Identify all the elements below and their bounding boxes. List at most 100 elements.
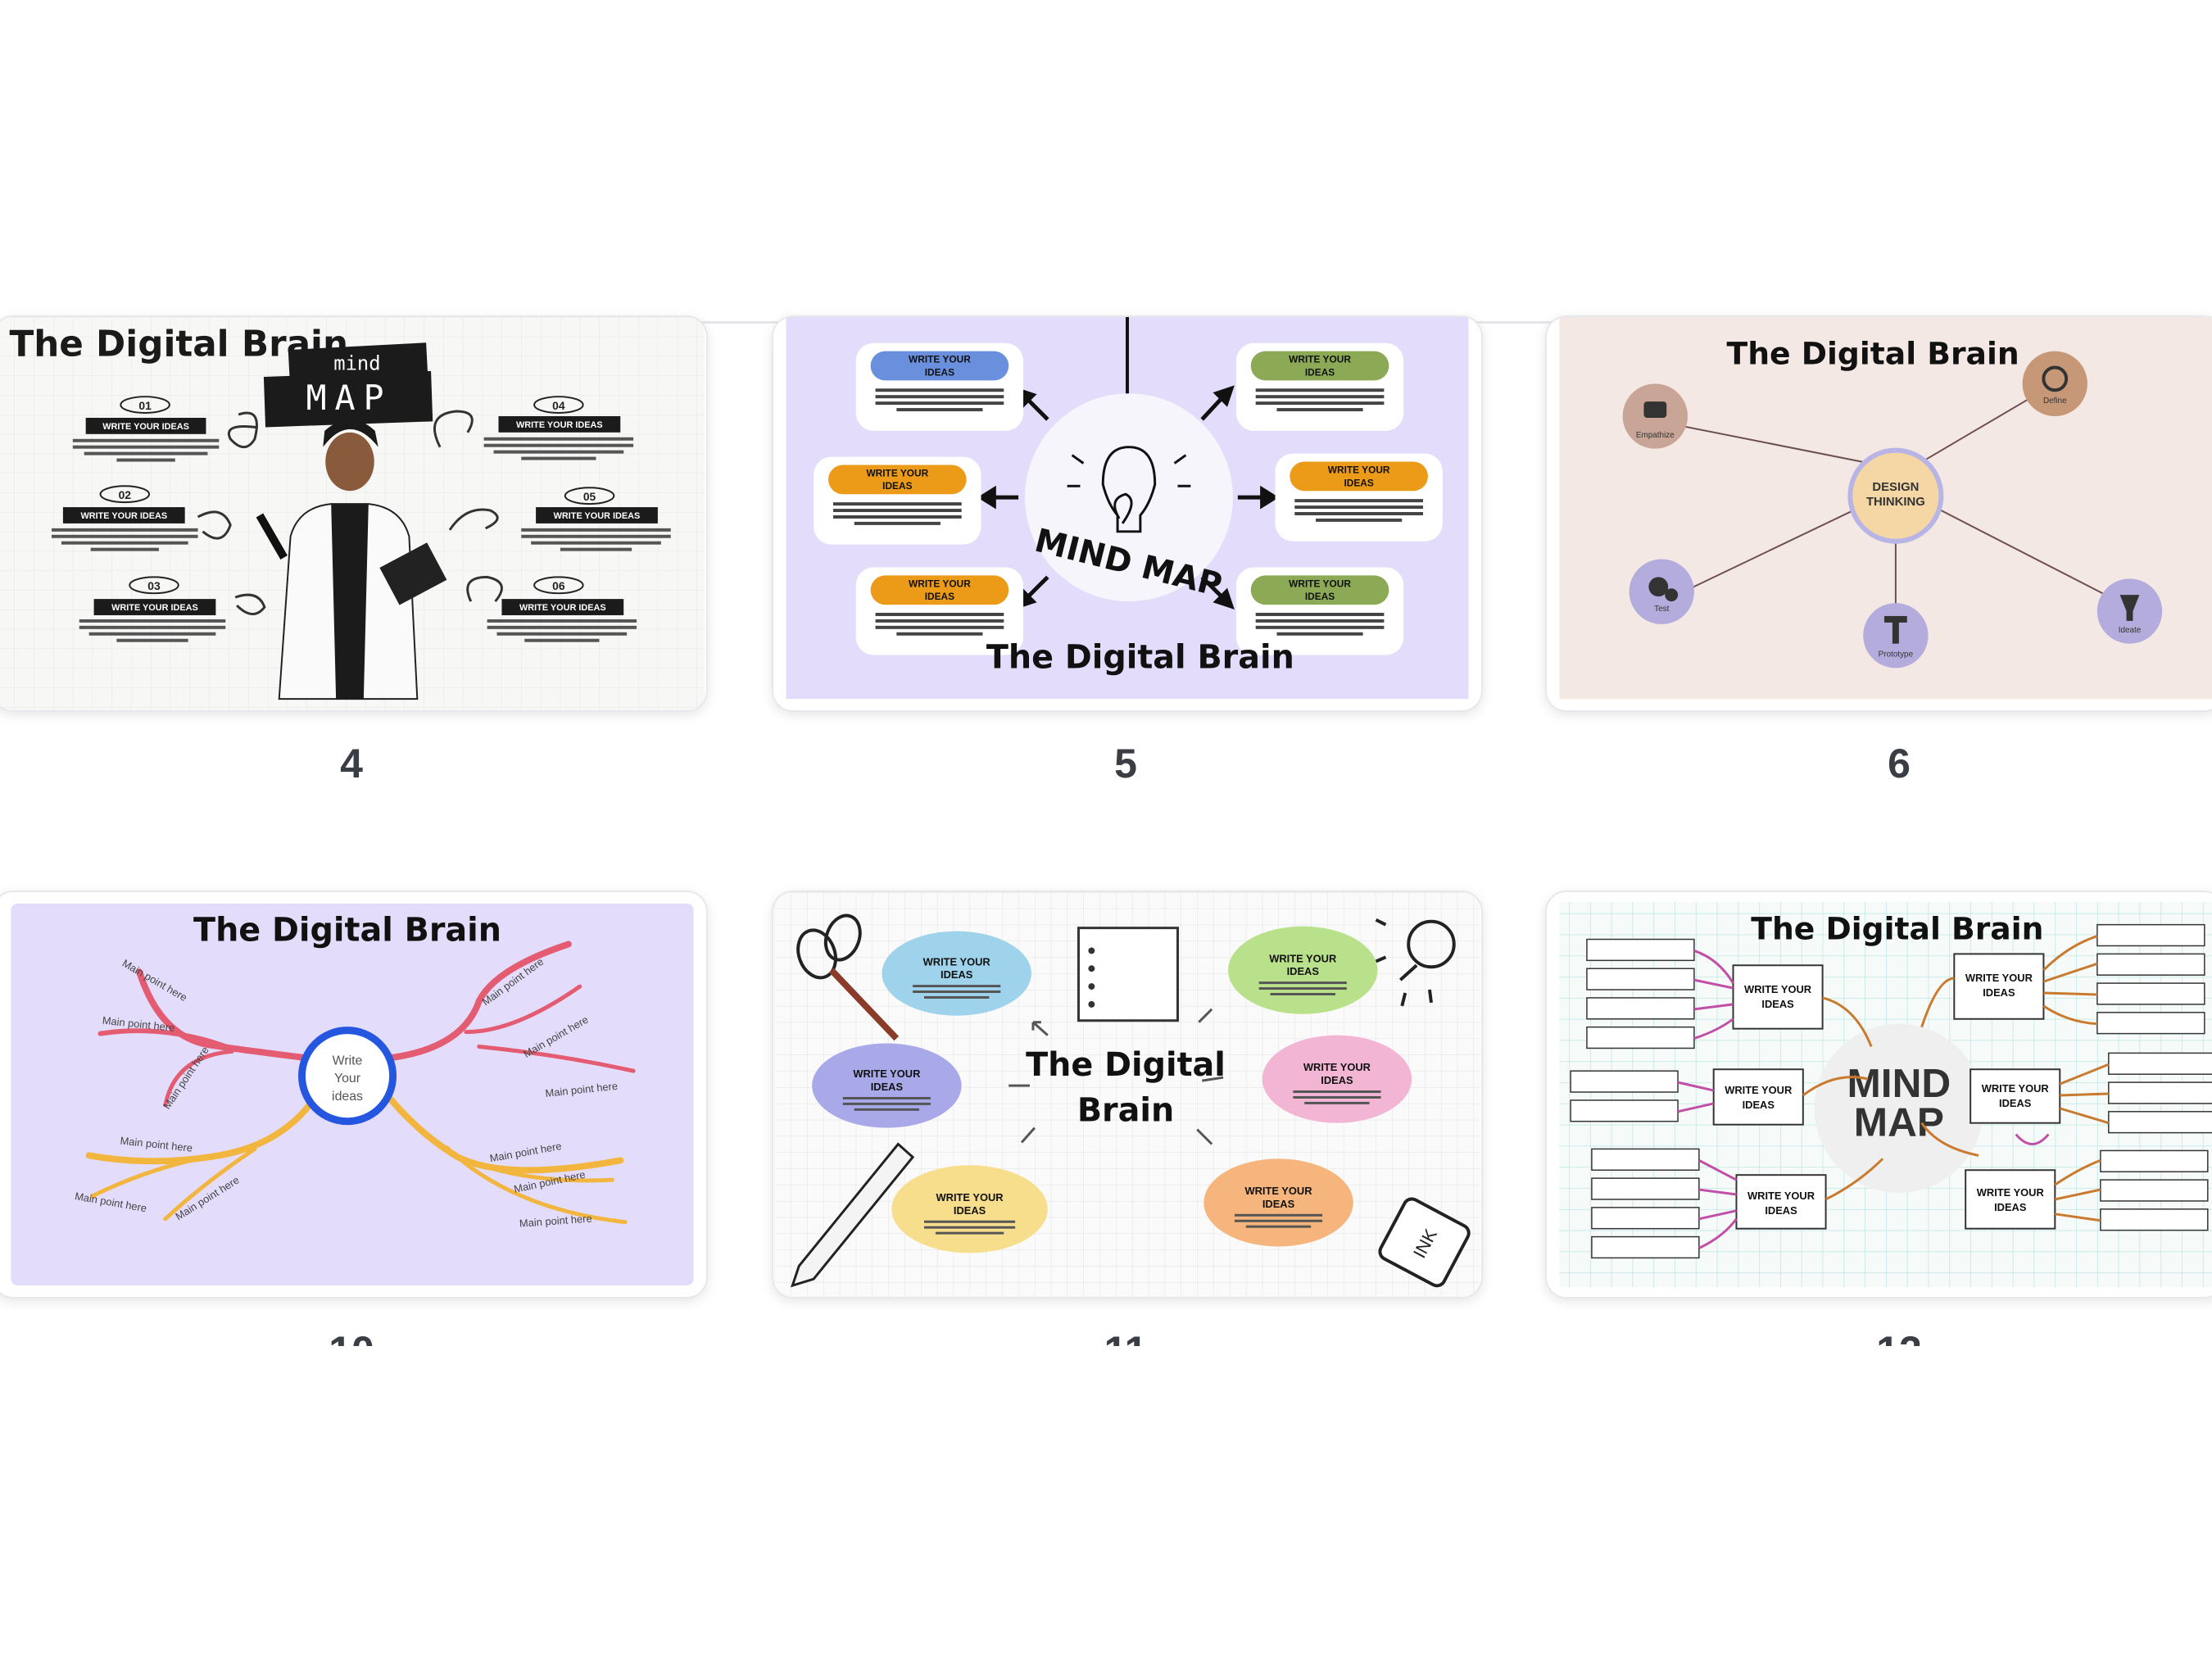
item-06: 06 WRITE YOUR IDEAS (487, 576, 637, 642)
svg-text:WRITE YOUR: WRITE YOUR (909, 354, 971, 365)
svg-text:IDEAS: IDEAS (925, 366, 954, 378)
svg-text:WRITE YOUR: WRITE YOUR (1289, 354, 1351, 365)
notepad-icon (1077, 927, 1179, 1022)
mind-label: MIND (1847, 1060, 1951, 1106)
node-empathize: Empathize (1622, 383, 1688, 449)
lightbulb-icon (1373, 918, 1456, 1007)
badge-map: MAP (306, 378, 392, 418)
pink-connectors (1677, 950, 2050, 1249)
svg-text:THINKING: THINKING (1866, 496, 1925, 509)
node-ideate: Ideate (2096, 578, 2163, 644)
thumbnail-11-title-line2: Brain (1077, 1092, 1174, 1130)
svg-text:WRITE YOUR: WRITE YOUR (1269, 952, 1337, 964)
node-prototype: Prototype (1863, 603, 1929, 669)
idea-box-2: WRITE YOUR IDEAS (814, 456, 981, 545)
svg-text:05: 05 (583, 490, 596, 503)
svg-text:WRITE YOUR: WRITE YOUR (1977, 1186, 2045, 1199)
svg-text:IDEAS: IDEAS (871, 1081, 904, 1093)
svg-text:WRITE YOUR: WRITE YOUR (909, 578, 971, 589)
viewport-clip (0, 1346, 2212, 1659)
thumbnail-10-art: The Digital Brain Write Your ideas Mai (0, 892, 705, 1297)
page-thumbnail-5[interactable]: MIND MAP WRITE YOUR IDEAS WR (772, 315, 1483, 712)
svg-text:WRITE YOUR IDEAS: WRITE YOUR IDEAS (554, 511, 641, 521)
svg-text:Your: Your (334, 1072, 361, 1086)
write-box-labels: WRITE YOUR IDEAS WRITE YOUR IDEAS WRITE YO… (1725, 972, 2049, 1217)
pencil-icon (790, 1142, 915, 1288)
svg-text:Ideate: Ideate (2119, 626, 2142, 635)
thumbnail-5-title: The Digital Brain (986, 638, 1294, 676)
svg-text:WRITE YOUR: WRITE YOUR (866, 467, 928, 478)
node-test: Test (1629, 559, 1694, 624)
svg-text:WRITE YOUR IDEAS: WRITE YOUR IDEAS (102, 422, 189, 432)
swirl-arrows (197, 410, 503, 615)
idea-cloud-green: WRITE YOUR IDEAS (1228, 926, 1378, 1014)
svg-text:WRITE YOUR: WRITE YOUR (853, 1067, 921, 1080)
svg-text:IDEAS: IDEAS (954, 1204, 986, 1217)
svg-text:ideas: ideas (332, 1090, 363, 1104)
svg-text:IDEAS: IDEAS (1305, 591, 1335, 602)
svg-text:IDEAS: IDEAS (925, 591, 954, 602)
item-04: 04 WRITE YOUR IDEAS (483, 396, 634, 460)
svg-text:IDEAS: IDEAS (1287, 965, 1320, 977)
page-thumbnail-10[interactable]: The Digital Brain Write Your ideas Mai (0, 891, 708, 1299)
svg-text:01: 01 (138, 399, 152, 412)
thumbnail-10-title: The Digital Brain (193, 912, 501, 950)
idea-box-1: WRITE YOUR IDEAS (855, 342, 1024, 431)
svg-text:WRITE YOUR: WRITE YOUR (1328, 464, 1390, 475)
page-thumbnail-6[interactable]: The Digital Brain DESIGN THINKING Empath… (1545, 315, 2212, 712)
page-number-6: 6 (1888, 741, 1911, 786)
node-define: Define (2022, 351, 2087, 416)
svg-text:04: 04 (552, 399, 565, 412)
svg-text:WRITE YOUR: WRITE YOUR (1965, 972, 2033, 984)
branches (85, 941, 636, 1225)
svg-text:IDEAS: IDEAS (1994, 1201, 2027, 1213)
svg-text:WRITE YOUR: WRITE YOUR (1744, 983, 1812, 995)
connector-lines (1657, 394, 2123, 607)
thumbnail-11-title-line1: The Digital (1026, 1046, 1226, 1084)
svg-text:IDEAS: IDEAS (882, 480, 912, 492)
svg-text:DESIGN: DESIGN (1872, 481, 1919, 494)
svg-text:IDEAS: IDEAS (1305, 366, 1335, 378)
person-illustration (256, 419, 447, 700)
idea-cloud-pink: WRITE YOUR IDEAS (1262, 1035, 1412, 1123)
badge-mind: mind (333, 351, 380, 374)
idea-box-5: WRITE YOUR IDEAS (1275, 453, 1443, 542)
item-01: 01 WRITE YOUR IDEAS (72, 396, 220, 462)
svg-text:IDEAS: IDEAS (1344, 477, 1373, 488)
write-boxes (1712, 953, 2061, 1230)
svg-text:IDEAS: IDEAS (1262, 1198, 1295, 1210)
svg-text:WRITE YOUR: WRITE YOUR (1725, 1084, 1793, 1096)
svg-text:IDEAS: IDEAS (1999, 1097, 2032, 1109)
svg-text:Main point here: Main point here (519, 1213, 592, 1230)
svg-text:03: 03 (147, 579, 161, 592)
idea-cloud-purple: WRITE YOUR IDEAS (812, 1043, 962, 1128)
ink-jar-icon: INK (1378, 1197, 1471, 1288)
svg-text:WRITE YOUR IDEAS: WRITE YOUR IDEAS (516, 420, 603, 430)
item-03: 03 WRITE YOUR IDEAS (79, 576, 226, 642)
svg-text:WRITE YOUR: WRITE YOUR (923, 955, 991, 968)
svg-text:WRITE YOUR: WRITE YOUR (1289, 578, 1351, 589)
svg-text:IDEAS: IDEAS (941, 968, 973, 981)
svg-text:02: 02 (119, 488, 132, 501)
svg-text:IDEAS: IDEAS (1983, 986, 2015, 999)
idea-cloud-orange: WRITE YOUR IDEAS (1203, 1158, 1353, 1247)
thumbnail-5-art: MIND MAP WRITE YOUR IDEAS WR (774, 317, 1480, 710)
svg-text:WRITE YOUR: WRITE YOUR (1982, 1082, 2050, 1095)
svg-text:IDEAS: IDEAS (1761, 998, 1794, 1010)
small-arrows (1009, 1008, 1224, 1145)
page-thumbnail-4[interactable]: The Digital Brain mind MAP 01 WRITE YOUR… (0, 315, 708, 712)
thumbnail-6-title: The Digital Brain (1727, 336, 2019, 372)
svg-text:WRITE YOUR: WRITE YOUR (1244, 1185, 1312, 1197)
page-number-4: 4 (340, 741, 363, 786)
thumbnail-11-art: INK WRITE YOUR IDEAS WRITE YOUR IDEAS WR… (774, 892, 1480, 1297)
idea-cloud-blue: WRITE YOUR IDEAS (882, 931, 1031, 1016)
page-thumbnail-11[interactable]: INK WRITE YOUR IDEAS WRITE YOUR IDEAS WR… (772, 891, 1483, 1299)
small-boxes-right (2096, 923, 2212, 1231)
idea-cloud-yellow: WRITE YOUR IDEAS (891, 1165, 1048, 1253)
thumbnail-4-art: The Digital Brain mind MAP 01 WRITE YOUR… (0, 317, 705, 710)
idea-box-4: WRITE YOUR IDEAS (1235, 342, 1404, 431)
svg-text:Write: Write (333, 1054, 363, 1067)
svg-text:IDEAS: IDEAS (1321, 1074, 1353, 1086)
small-boxes-left (1570, 938, 1700, 1259)
